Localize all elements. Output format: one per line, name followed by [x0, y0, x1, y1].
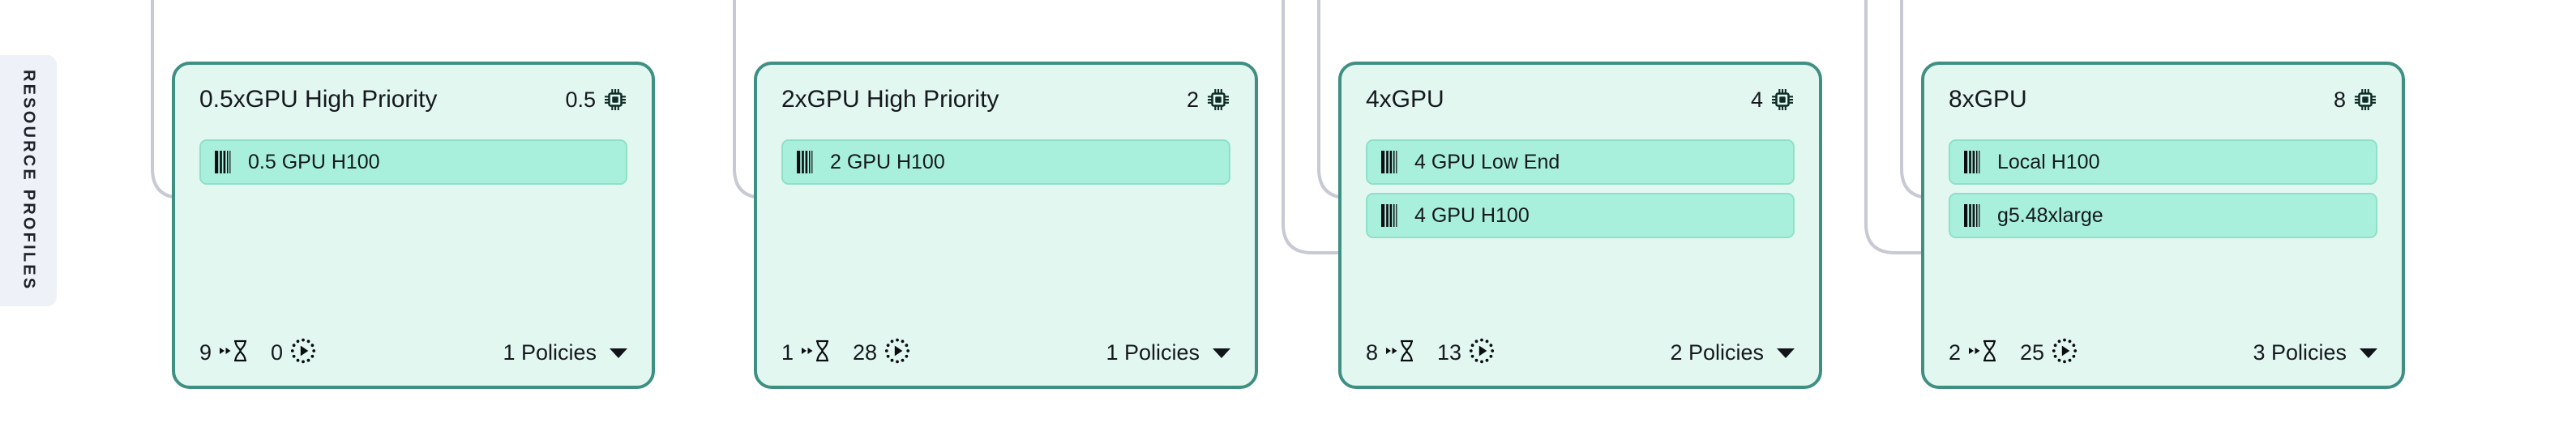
- chevron-down-icon[interactable]: [610, 348, 627, 358]
- bars-icon: [1380, 203, 1400, 228]
- pending-workloads-value: 1: [781, 340, 794, 365]
- policies-label: 3 Policies: [2253, 340, 2347, 365]
- card-header: 8xGPU 8: [1949, 86, 2377, 113]
- gpu-count-value: 8: [2333, 87, 2346, 112]
- card-footer: 1 28 1 Policies: [781, 338, 1230, 368]
- gpu-row-list: 0.5 GPU H100: [199, 139, 627, 185]
- gpu-row-label: 4 GPU H100: [1414, 203, 1530, 227]
- gpu-row[interactable]: 4 GPU H100: [1366, 193, 1795, 238]
- card-footer: 2 25 3 Policies: [1949, 338, 2377, 368]
- resource-profiles-rail: RESOURCE PROFILES: [0, 55, 57, 306]
- running-workloads-value: 0: [271, 340, 284, 365]
- chip-icon: [1770, 88, 1795, 112]
- pending-workloads-stat: 9: [199, 339, 250, 367]
- resource-profiles-rail-label: RESOURCE PROFILES: [19, 70, 38, 292]
- policies-label: 2 Policies: [1670, 340, 1764, 365]
- policies-label: 1 Policies: [1106, 340, 1200, 365]
- gpu-row[interactable]: Local H100: [1949, 139, 2377, 185]
- hourglass-arrow-icon: [1385, 339, 1416, 367]
- running-workloads-stat: 0: [271, 338, 316, 368]
- play-dotted-circle-icon: [1469, 338, 1495, 368]
- running-workloads-value: 28: [853, 340, 878, 365]
- running-workloads-value: 25: [2020, 340, 2045, 365]
- card-header: 4xGPU 4: [1366, 86, 1795, 113]
- pending-workloads-value: 9: [199, 340, 212, 365]
- card-spacer: [199, 185, 627, 338]
- policies-label: 1 Policies: [503, 340, 597, 365]
- gpu-row-label: 0.5 GPU H100: [248, 150, 380, 173]
- gpu-row-label: g5.48xlarge: [1997, 203, 2103, 227]
- policies-dropdown[interactable]: 1 Policies: [503, 340, 627, 365]
- card-title: 0.5xGPU High Priority: [199, 86, 438, 113]
- card-header: 0.5xGPU High Priority 0.5: [199, 86, 627, 113]
- bars-icon: [1963, 203, 1983, 228]
- bars-icon: [1963, 150, 1983, 174]
- pending-workloads-stat: 1: [781, 339, 832, 367]
- gpu-count-badge: 4: [1751, 88, 1795, 113]
- workload-stats: 1 28: [781, 338, 910, 368]
- gpu-count-value: 0.5: [565, 87, 596, 112]
- running-workloads-stat: 25: [2020, 338, 2077, 368]
- card-header: 2xGPU High Priority 2: [781, 86, 1230, 113]
- gpu-count-value: 4: [1750, 87, 1763, 112]
- chip-icon: [1206, 88, 1230, 112]
- chevron-down-icon[interactable]: [2360, 348, 2377, 358]
- gpu-row-list: Local H100 g5.48xlarge: [1949, 139, 2377, 238]
- chip-icon: [2353, 88, 2377, 112]
- gpu-row[interactable]: 0.5 GPU H100: [199, 139, 627, 185]
- gpu-row-list: 4 GPU Low End 4 GPU H100: [1366, 139, 1795, 238]
- hourglass-arrow-icon: [1968, 339, 1999, 367]
- card-title: 8xGPU: [1949, 86, 2027, 113]
- pending-workloads-value: 2: [1949, 340, 1962, 365]
- running-workloads-value: 13: [1437, 340, 1462, 365]
- card-spacer: [1949, 238, 2377, 338]
- pending-workloads-value: 8: [1366, 340, 1379, 365]
- hourglass-arrow-icon: [801, 339, 832, 367]
- card-spacer: [1366, 238, 1795, 338]
- policies-dropdown[interactable]: 1 Policies: [1106, 340, 1230, 365]
- gpu-row-label: Local H100: [1997, 150, 2100, 173]
- bars-icon: [1380, 150, 1400, 174]
- play-dotted-circle-icon: [884, 338, 910, 368]
- chevron-down-icon[interactable]: [1777, 348, 1795, 358]
- play-dotted-circle-icon: [290, 338, 316, 368]
- gpu-count-badge: 8: [2334, 88, 2377, 113]
- policies-dropdown[interactable]: 3 Policies: [2253, 340, 2377, 365]
- gpu-row-label: 4 GPU Low End: [1414, 150, 1560, 173]
- gpu-count-badge: 0.5: [565, 88, 627, 113]
- resource-profile-card[interactable]: 4xGPU 4 4 GPU Low End: [1338, 62, 1822, 389]
- gpu-row-label: 2 GPU H100: [830, 150, 945, 173]
- workload-stats: 9 0: [199, 338, 316, 368]
- resource-profile-card[interactable]: 8xGPU 8 Local H100: [1921, 62, 2405, 389]
- gpu-count-badge: 2: [1187, 88, 1230, 113]
- policies-dropdown[interactable]: 2 Policies: [1670, 340, 1795, 365]
- card-footer: 9 0 1 Policies: [199, 338, 627, 368]
- play-dotted-circle-icon: [2052, 338, 2077, 368]
- workload-stats: 8 13: [1366, 338, 1495, 368]
- card-footer: 8 13 2 Policies: [1366, 338, 1795, 368]
- chevron-down-icon[interactable]: [1213, 348, 1230, 358]
- workload-stats: 2 25: [1949, 338, 2077, 368]
- running-workloads-stat: 13: [1437, 338, 1495, 368]
- hourglass-arrow-icon: [219, 339, 250, 367]
- card-title: 4xGPU: [1366, 86, 1444, 113]
- card-title: 2xGPU High Priority: [781, 86, 999, 113]
- pending-workloads-stat: 8: [1366, 339, 1416, 367]
- bars-icon: [796, 150, 815, 174]
- pending-workloads-stat: 2: [1949, 339, 1999, 367]
- chip-icon: [603, 88, 627, 112]
- gpu-row-list: 2 GPU H100: [781, 139, 1230, 185]
- gpu-row[interactable]: g5.48xlarge: [1949, 193, 2377, 238]
- bars-icon: [214, 150, 233, 174]
- gpu-count-value: 2: [1186, 87, 1199, 112]
- card-spacer: [781, 185, 1230, 338]
- gpu-row[interactable]: 2 GPU H100: [781, 139, 1230, 185]
- resource-profile-card[interactable]: 2xGPU High Priority 2 2 GPU H100 1: [754, 62, 1258, 389]
- running-workloads-stat: 28: [853, 338, 910, 368]
- gpu-row[interactable]: 4 GPU Low End: [1366, 139, 1795, 185]
